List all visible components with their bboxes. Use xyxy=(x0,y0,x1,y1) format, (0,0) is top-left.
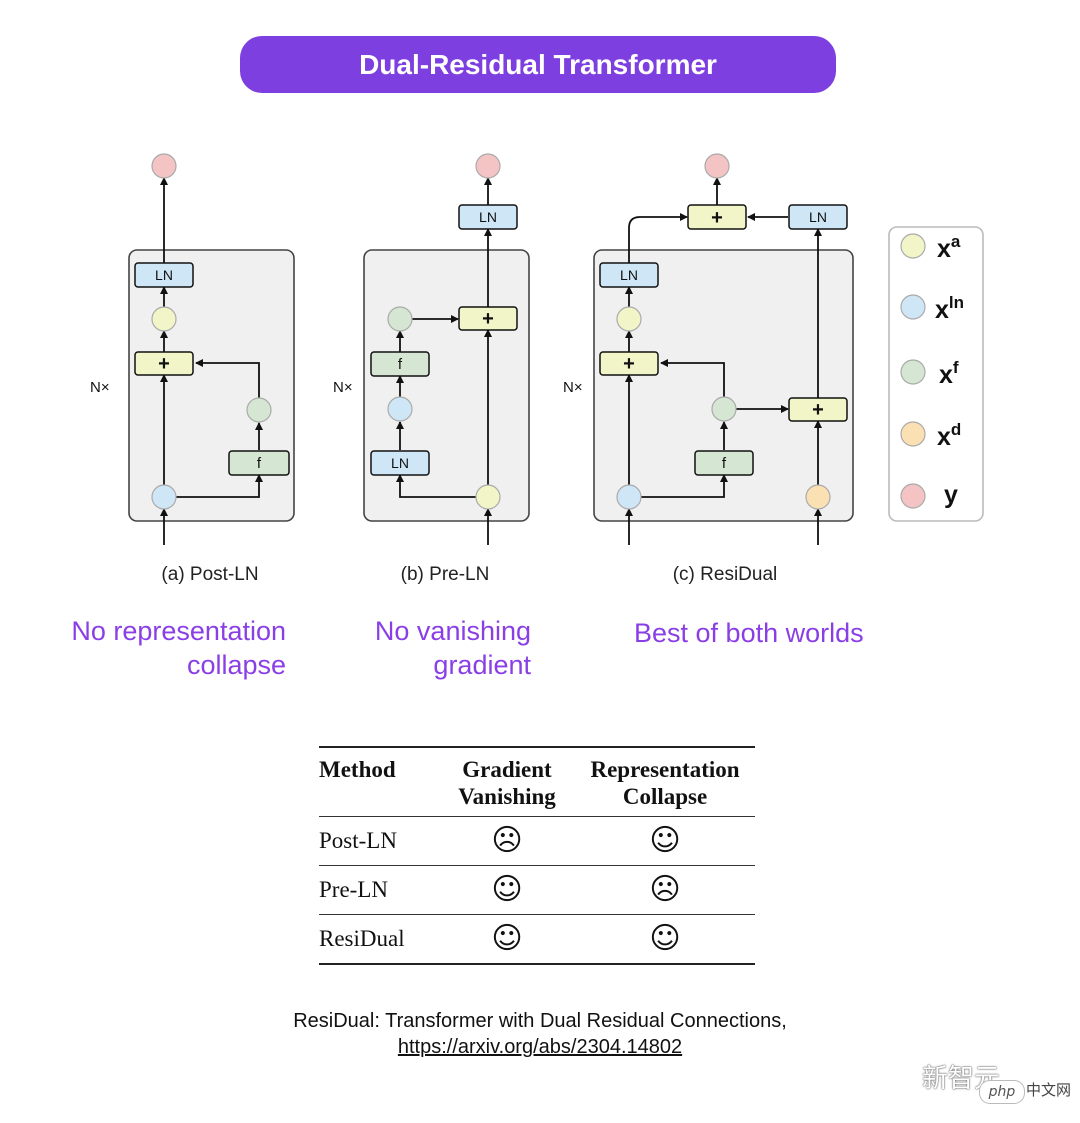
legend-xa-swatch xyxy=(900,233,926,259)
reference-link-row: https://arxiv.org/abs/2304.14802 xyxy=(0,1036,1080,1059)
frown-face-icon: ☹ xyxy=(649,872,681,907)
pre-ln-xln-node xyxy=(387,396,413,422)
header-method: Method xyxy=(319,747,439,817)
residual-output-node xyxy=(704,153,730,179)
pre-ln-block xyxy=(363,249,530,522)
pre-ln-highlight-line2: gradient xyxy=(433,650,531,680)
residual-ln-top-label: LN xyxy=(809,209,827,225)
pre-ln-plus-label: + xyxy=(482,308,494,330)
post-ln-output-node xyxy=(151,153,177,179)
pre-ln-ln-top-label: LN xyxy=(479,209,497,225)
page-title: Dual-Residual Transformer xyxy=(359,48,717,80)
pre-ln-ln-bottom-box xyxy=(370,450,430,476)
row-method: Post-LN xyxy=(319,816,439,866)
post-ln-plus-box xyxy=(134,351,194,376)
residual-plus-top-box xyxy=(687,204,747,230)
residual-highlight: Best of both worlds xyxy=(634,618,864,648)
residual-xf-node xyxy=(711,396,737,422)
pre-ln-diagram: N× LN + f LN xyxy=(333,153,530,545)
residual-caption: (c) ResiDual xyxy=(672,564,778,585)
post-ln-ln-box xyxy=(134,262,194,288)
header-collapse-line2: Collapse xyxy=(622,784,708,809)
table-row: ResiDual ☺ ☺ xyxy=(319,914,755,964)
smile-face-icon: ☺ xyxy=(491,921,523,956)
header-gradient: Gradient Vanishing xyxy=(439,747,575,817)
pre-ln-ln-bottom-label: LN xyxy=(391,455,409,471)
frown-face-icon: ☹ xyxy=(491,823,523,858)
header-method-label: Method xyxy=(319,757,396,782)
post-ln-caption: (a) Post-LN xyxy=(161,564,259,585)
legend-xln-swatch xyxy=(900,294,926,320)
post-ln-highlight-line1: No representation xyxy=(71,616,286,646)
header-gradient-line1: Gradient xyxy=(462,757,552,782)
legend-xf-label: xf xyxy=(939,358,959,389)
smile-face-icon: ☺ xyxy=(649,921,681,956)
residual-ln-top-box xyxy=(788,204,848,230)
header-collapse: Representation Collapse xyxy=(575,747,755,817)
comparison-table: Method Gradient Vanishing Representation… xyxy=(319,746,755,965)
residual-plus-right-box xyxy=(788,397,848,422)
legend-xd-swatch xyxy=(900,421,926,447)
title-banner: Dual-Residual Transformer xyxy=(240,36,836,93)
post-ln-xa-node xyxy=(151,306,177,332)
post-ln-repeat-label: N× xyxy=(90,379,110,396)
post-ln-highlight-line2: collapse xyxy=(186,650,286,680)
smile-face-icon: ☺ xyxy=(491,872,523,907)
pre-ln-highlight-line1: No vanishing xyxy=(374,616,531,646)
pre-ln-ln-top-box xyxy=(458,204,518,230)
residual-plus-top-label: + xyxy=(711,207,723,229)
row-method: ResiDual xyxy=(319,914,439,964)
post-ln-f-label: f xyxy=(257,455,262,472)
header-collapse-line1: Representation xyxy=(590,757,740,782)
legend-xd-label: xd xyxy=(937,420,961,451)
legend-xln-label: xln xyxy=(935,293,964,324)
post-ln-diagram: N× LN + f xyxy=(90,153,295,545)
pre-ln-xa-node xyxy=(475,484,501,510)
legend-y-swatch xyxy=(900,483,926,509)
table-row: Pre-LN ☺ ☹ xyxy=(319,865,755,915)
header-gradient-line2: Vanishing xyxy=(458,784,556,809)
residual-f-label: f xyxy=(722,455,727,472)
reference-title: ResiDual: Transformer with Dual Residual… xyxy=(293,1010,787,1032)
residual-xd-node xyxy=(805,484,831,510)
residual-plus-left-label: + xyxy=(623,353,635,375)
residual-xa-node xyxy=(616,306,642,332)
legend-xf-swatch xyxy=(900,359,926,385)
pre-ln-plus-box xyxy=(458,306,518,331)
architecture-diagrams: N× LN + f N× LN xyxy=(90,153,984,545)
watermark-php-badge: php xyxy=(979,1080,1025,1104)
reference-link[interactable]: https://arxiv.org/abs/2304.14802 xyxy=(397,1036,683,1058)
post-ln-ln-label: LN xyxy=(155,267,173,283)
post-ln-f-box xyxy=(228,450,290,476)
pre-ln-caption: (b) Pre-LN xyxy=(400,564,490,585)
post-ln-plus-label: + xyxy=(158,353,170,375)
table-header-row: Method Gradient Vanishing Representation… xyxy=(319,747,755,817)
residual-diagram: N× + LN LN + + f xyxy=(563,153,854,545)
residual-ln-box xyxy=(599,262,659,288)
residual-repeat-label: N× xyxy=(563,379,583,396)
post-ln-xf-node xyxy=(246,397,272,423)
pre-ln-f-label: f xyxy=(398,356,403,373)
legend-y-label: y xyxy=(944,481,958,509)
residual-f-box xyxy=(694,450,754,476)
legend: xa xln xf xd y xyxy=(888,226,984,522)
table-row: Post-LN ☹ ☺ xyxy=(319,816,755,866)
residual-plus-left-box xyxy=(599,351,659,376)
residual-xln-node xyxy=(616,484,642,510)
smile-face-icon: ☺ xyxy=(649,823,681,858)
post-ln-xln-node xyxy=(151,484,177,510)
pre-ln-f-box xyxy=(370,351,430,377)
post-ln-highlight: No representation collapse xyxy=(40,614,286,682)
residual-plus-right-label: + xyxy=(812,399,824,421)
pre-ln-repeat-label: N× xyxy=(333,379,353,396)
residual-ln-label: LN xyxy=(620,267,638,283)
pre-ln-output-node xyxy=(475,153,501,179)
pre-ln-xf-node xyxy=(387,306,413,332)
watermark-site: 中文网 xyxy=(1026,1081,1072,1099)
legend-xa-label: xa xyxy=(937,232,961,263)
pre-ln-highlight: No vanishing gradient xyxy=(340,614,531,682)
post-ln-block xyxy=(128,249,295,522)
row-method: Pre-LN xyxy=(319,865,439,915)
